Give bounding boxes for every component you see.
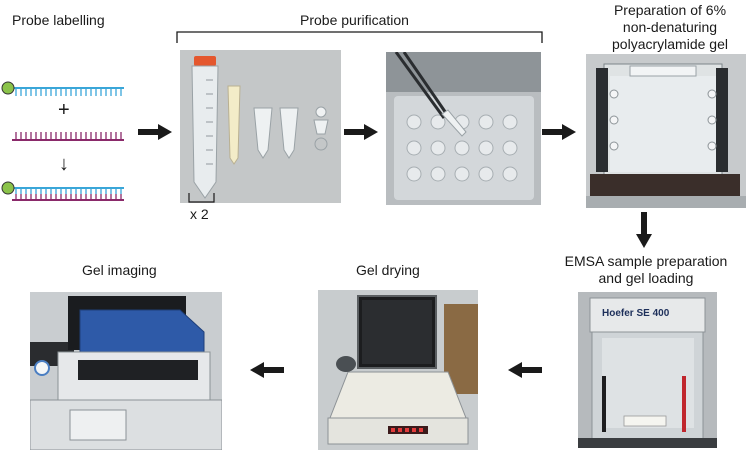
device-brand-label: Hoefer SE 400 [602,308,670,319]
photo-purification-rack [386,52,541,205]
x2-bracket [188,193,215,203]
arrow-to-purification [138,124,172,140]
annealed-duplex [1,181,124,201]
arrow-to-emsa [636,212,652,248]
arrow-to-gel-prep [542,124,576,140]
emsa-line-1: EMSA sample preparation [564,253,728,269]
arrow-tubes-to-rack [344,124,378,140]
label-gel-drying: Gel drying [356,262,420,278]
label-gel-prep: Preparation of 6% non-denaturing polyacr… [596,2,744,53]
arrow-to-imaging [250,362,284,378]
photo-purification-tubes [180,50,341,203]
probe-labelling-diagram [1,81,124,201]
labelled-probe-strand [1,81,124,96]
gel-prep-line-1: Preparation of 6% [613,2,727,18]
gel-prep-line-3: polyacrylamide gel [612,36,728,52]
arrow-to-drying [508,362,542,378]
emsa-line-2: and gel loading [598,270,694,286]
label-probe-purification: Probe purification [300,12,409,28]
repeat-count: x 2 [190,206,209,222]
label-gel-imaging: Gel imaging [82,262,157,278]
complement-strand [12,132,124,141]
anneal-down-arrow: ↓ [59,153,69,175]
gel-prep-line-2: non-denaturing [622,19,718,35]
label-probe-labelling: Probe labelling [12,12,105,28]
photo-gel-imager [30,292,222,450]
label-emsa: EMSA sample preparation and gel loading [544,253,748,287]
plus-sign: + [58,99,70,121]
purification-bracket [176,31,543,43]
photo-gel-dryer [318,290,478,450]
photo-gel-casting [586,54,746,208]
photo-gel-loading: Hoefer SE 400 [578,292,717,448]
